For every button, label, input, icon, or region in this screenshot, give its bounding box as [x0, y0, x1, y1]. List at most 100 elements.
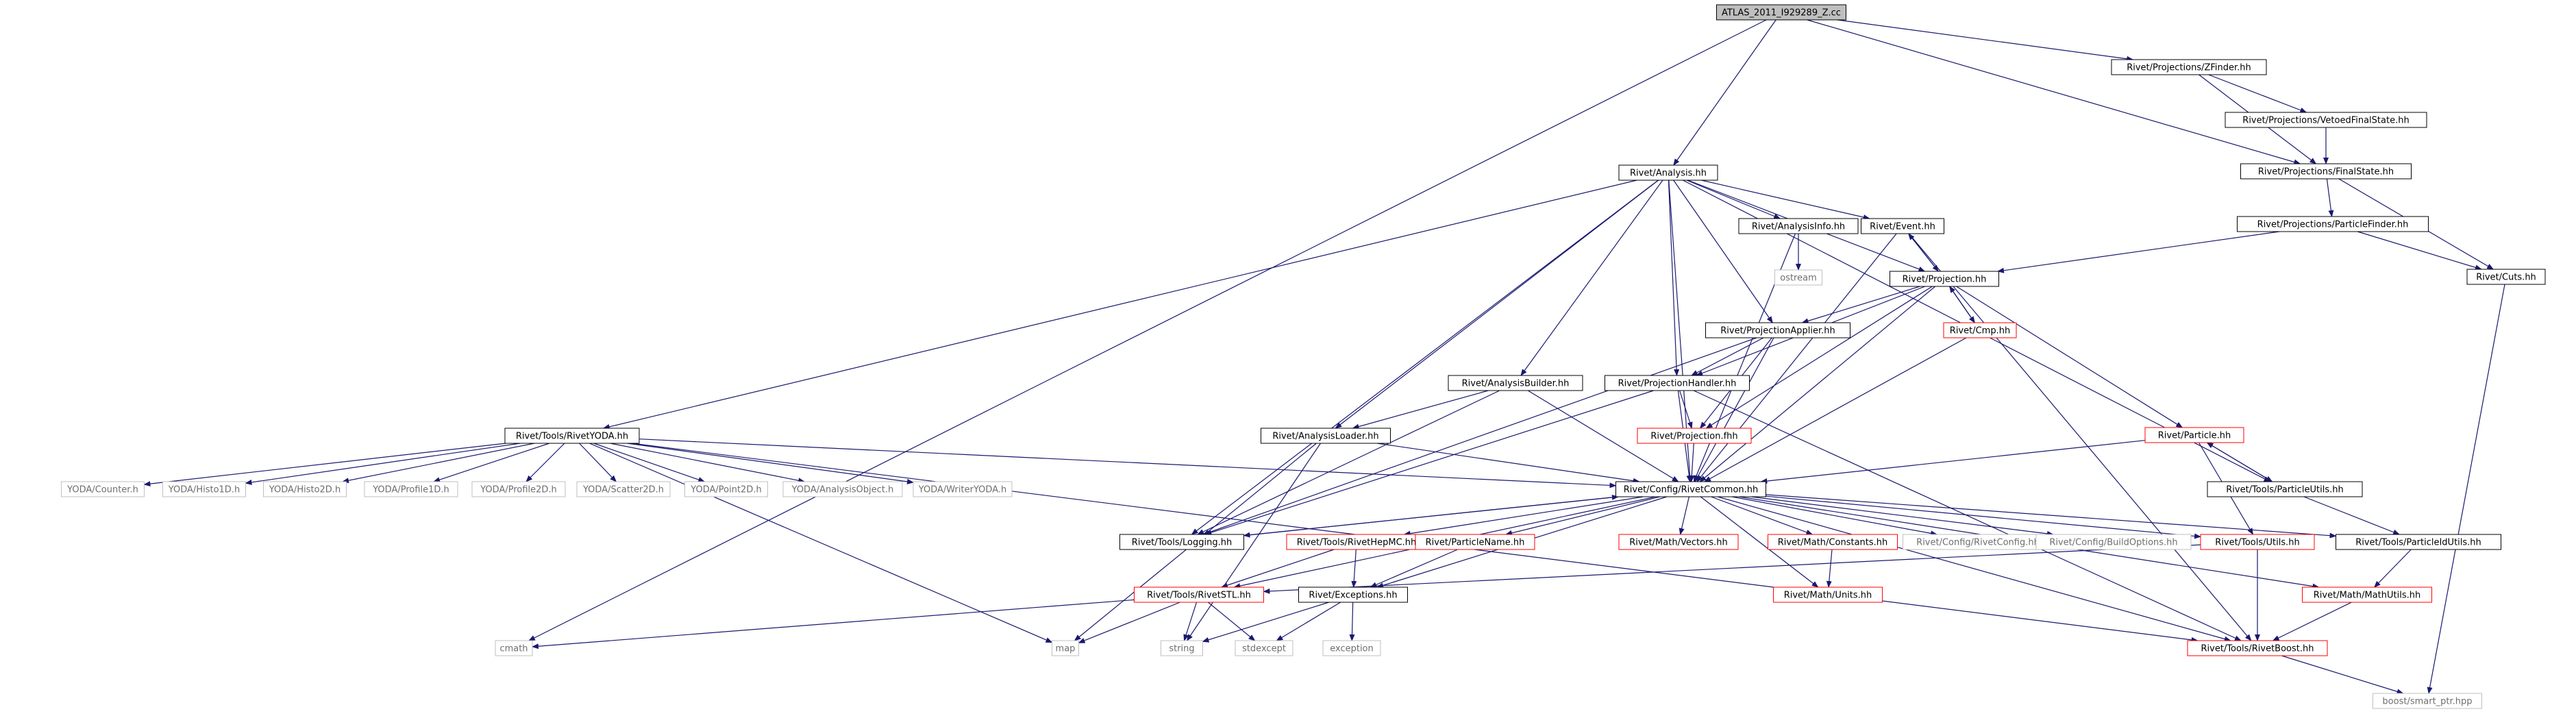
node-yoda_writer: YODA/WriterYODA.h: [913, 481, 1013, 497]
node-label: YODA/Profile1D.h: [372, 485, 449, 495]
node-vetoed[interactable]: Rivet/Projections/VetoedFinalState.hh: [2225, 112, 2427, 128]
edge-rivetyoda-to-yoda_scatter2d: [579, 443, 617, 482]
node-box: [2144, 427, 2244, 443]
node-label: YODA/Counter.h: [66, 485, 138, 495]
node-label: Rivet/Tools/Logging.hh: [1132, 538, 1232, 548]
node-particlename[interactable]: Rivet/ParticleName.hh: [1415, 534, 1535, 550]
edge-analysis-to-analysisbuilder: [1520, 180, 1663, 376]
node-box: [2111, 59, 2267, 75]
node-rivetboost[interactable]: Rivet/Tools/RivetBoost.hh: [2187, 640, 2328, 656]
node-smartptr: boost/smart_ptr.hpp: [2373, 693, 2482, 709]
node-rivetstl[interactable]: Rivet/Tools/RivetSTL.hh: [1134, 587, 1264, 603]
node-finalstate[interactable]: Rivet/Projections/FinalState.hh: [2240, 163, 2412, 180]
node-analysis[interactable]: Rivet/Analysis.hh: [1618, 164, 1718, 181]
node-cmp[interactable]: Rivet/Cmp.hh: [1943, 322, 2017, 338]
node-mathutils[interactable]: Rivet/Math/MathUtils.hh: [2302, 587, 2432, 603]
node-label: Rivet/Math/Vectors.hh: [1629, 538, 1728, 548]
node-label: boost/smart_ptr.hpp: [2382, 697, 2472, 707]
node-label: Rivet/Projections/ZFinder.hh: [2127, 63, 2251, 73]
node-label: Rivet/Config/RivetConfig.hh: [1916, 538, 2040, 548]
node-event[interactable]: Rivet/Event.hh: [1861, 218, 1944, 234]
node-box: [61, 481, 145, 497]
node-label: Rivet/AnalysisLoader.hh: [1272, 432, 1378, 442]
node-rivetconfig: Rivet/Config/RivetConfig.hh: [1903, 534, 2053, 550]
node-toolsutils[interactable]: Rivet/Tools/Utils.hh: [2200, 534, 2315, 550]
edge-rivetyoda-to-yoda_point2d: [593, 443, 706, 482]
node-box: [1322, 640, 1381, 656]
node-cuts[interactable]: Rivet/Cuts.hh: [2466, 269, 2546, 285]
node-units[interactable]: Rivet/Math/Units.hh: [1773, 587, 1883, 603]
node-label: Rivet/Projections/FinalState.hh: [2258, 167, 2394, 177]
node-analysisbuilder[interactable]: Rivet/AnalysisBuilder.hh: [1448, 375, 1583, 391]
node-label: Rivet/Projection.fhh: [1650, 432, 1737, 442]
edge-projfhh-to-rivetcommon: [1689, 443, 1695, 482]
edge-projection-to-projfhh: [1705, 286, 1933, 429]
edge-rivetyoda-to-map: [589, 443, 1053, 643]
node-cmath: cmath: [495, 640, 533, 656]
edge-partfinder-to-projection: [1997, 231, 2280, 273]
edge-rivetcommon-to-rivetconfig: [1731, 496, 1938, 536]
node-box: [1415, 534, 1535, 550]
edge-rivetyoda-to-yoda_counter: [143, 443, 506, 487]
edge-rivetcommon-to-rivethepmc: [1403, 496, 1644, 536]
node-label: YODA/WriterYODA.h: [918, 485, 1006, 495]
edge-rivetyoda-to-yoda_profile2d: [525, 443, 565, 482]
edge-exceptions-to-stdexcept: [1276, 602, 1341, 641]
node-particleidutils[interactable]: Rivet/Tools/ParticleIdUtils.hh: [2336, 534, 2501, 550]
node-label: ATLAS_2011_I929289_Z.cc: [1722, 8, 1841, 18]
node-label: Rivet/Cuts.hh: [2476, 273, 2536, 283]
node-label: Rivet/Event.hh: [1870, 222, 1935, 232]
node-projfhh[interactable]: Rivet/Projection.fhh: [1637, 428, 1752, 444]
edge-rivetyoda-to-yoda_profile1d: [433, 443, 550, 482]
edge-root-to-zfinder: [1837, 19, 2134, 62]
node-projhandler[interactable]: Rivet/ProjectionHandler.hh: [1605, 375, 1750, 391]
node-box: [2240, 163, 2412, 180]
edge-rivethepmc-to-rivetstl: [1220, 549, 1335, 588]
node-particle[interactable]: Rivet/Particle.hh: [2144, 427, 2244, 443]
edge-root-to-analysis: [1673, 19, 1776, 166]
node-ostream: ostream: [1774, 269, 1822, 286]
node-yoda_profile1d: YODA/Profile1D.h: [364, 481, 458, 497]
edge-particlename-to-exceptions: [1370, 549, 1458, 588]
edge-projection-to-event: [1908, 233, 1939, 272]
node-particleutils[interactable]: Rivet/Tools/ParticleUtils.hh: [2207, 481, 2363, 497]
edge-cuts-to-smartptr: [2427, 284, 2505, 694]
node-box: [2187, 640, 2328, 656]
edge-analysisbuilder-to-logging: [1197, 390, 1500, 535]
node-rivetyoda[interactable]: Rivet/Tools/RivetYODA.hh: [504, 428, 640, 444]
node-box: [1768, 534, 1898, 550]
node-label: Rivet/Projection.hh: [1903, 275, 1987, 285]
node-label: YODA/Profile2D.h: [480, 485, 557, 495]
node-box: [1773, 587, 1883, 603]
edge-rivetyoda-to-yoda_histo1d: [245, 443, 521, 485]
node-yoda_profile2d: YODA/Profile2D.h: [471, 481, 566, 497]
node-label: Rivet/AnalysisBuilder.hh: [1462, 379, 1570, 389]
edge-projhandler-to-rivetboost: [1693, 390, 2242, 641]
node-box: [1637, 428, 1752, 444]
node-projapplier[interactable]: Rivet/ProjectionApplier.hh: [1705, 322, 1850, 338]
edge-analysis-to-projhandler: [1668, 180, 1680, 376]
node-vectors[interactable]: Rivet/Math/Vectors.hh: [1618, 534, 1739, 550]
node-analysisloader[interactable]: Rivet/AnalysisLoader.hh: [1261, 428, 1391, 444]
node-logging[interactable]: Rivet/Tools/Logging.hh: [1119, 534, 1244, 550]
node-exceptions[interactable]: Rivet/Exceptions.hh: [1298, 587, 1408, 603]
node-yoda_histo2d: YODA/Histo2D.h: [263, 481, 347, 497]
node-label: Rivet/Math/Constants.hh: [1778, 538, 1888, 548]
node-label: Rivet/Tools/ParticleUtils.hh: [2226, 485, 2343, 495]
node-projection[interactable]: Rivet/Projection.hh: [1890, 271, 1999, 287]
edge-finalstate-to-partfinder: [2326, 178, 2334, 217]
node-root[interactable]: ATLAS_2011_I929289_Z.cc: [1716, 4, 1846, 21]
node-constants[interactable]: Rivet/Math/Constants.hh: [1768, 534, 1898, 550]
edge-rivetcommon-to-particlename: [1505, 496, 1661, 536]
nodes-layer: ATLAS_2011_I929289_Z.ccRivet/Projections…: [61, 4, 2546, 709]
edge-analysis-to-logging: [1191, 180, 1659, 535]
node-rivetcommon[interactable]: Rivet/Config/RivetCommon.hh: [1615, 481, 1766, 497]
node-zfinder[interactable]: Rivet/Projections/ZFinder.hh: [2111, 59, 2267, 75]
node-box: [1298, 587, 1408, 603]
node-box: [1890, 271, 1999, 287]
node-box: [913, 481, 1013, 497]
node-exception: exception: [1322, 640, 1381, 656]
node-analysisinfo[interactable]: Rivet/AnalysisInfo.hh: [1738, 218, 1859, 234]
node-rivethepmc[interactable]: Rivet/Tools/RivetHepMC.hh: [1286, 534, 1427, 550]
node-partfinder[interactable]: Rivet/Projections/ParticleFinder.hh: [2237, 216, 2429, 232]
